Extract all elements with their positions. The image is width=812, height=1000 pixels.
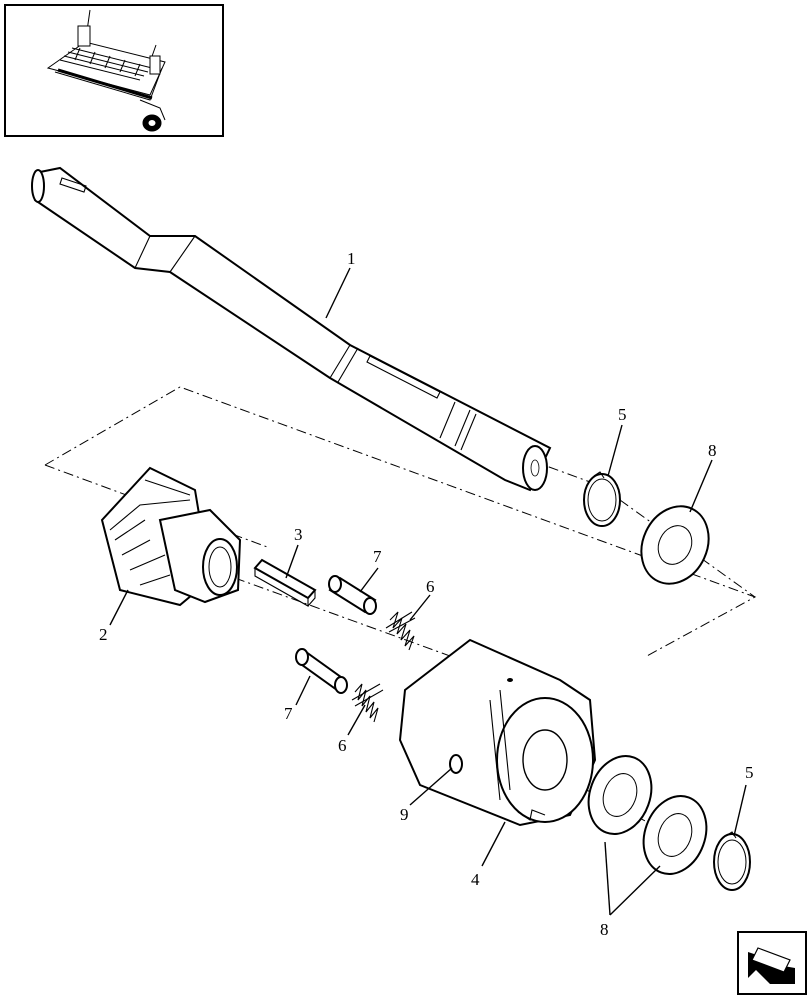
key[interactable] xyxy=(253,558,317,607)
spring-top[interactable] xyxy=(385,611,416,651)
assembly-outline xyxy=(44,386,757,658)
label-snap-ring-bottom: 5 xyxy=(745,763,754,782)
label-washer-top: 8 xyxy=(708,441,717,460)
label-clutch-body: 4 xyxy=(471,870,480,889)
label-pin-top: 7 xyxy=(373,547,382,566)
label-spring-top: 6 xyxy=(426,577,435,596)
machine-thumbnail[interactable] xyxy=(4,4,224,137)
label-washers-bottom: 8 xyxy=(600,920,609,939)
back-arrow-icon[interactable] xyxy=(737,931,807,995)
label-hole: 9 xyxy=(400,805,409,824)
snap-ring-bottom[interactable] xyxy=(713,831,751,891)
leader-lines xyxy=(109,267,747,916)
label-pin-bottom: 7 xyxy=(284,704,293,723)
label-hub: 2 xyxy=(99,625,108,644)
washer-bottom-2[interactable] xyxy=(633,787,717,883)
pin-bottom[interactable] xyxy=(295,648,348,694)
clutch-body[interactable] xyxy=(398,638,597,827)
spring-bottom[interactable] xyxy=(351,683,384,723)
hub[interactable] xyxy=(100,466,242,607)
washer-bottom-1[interactable] xyxy=(578,747,662,843)
label-spring-bottom: 6 xyxy=(338,736,347,755)
label-shaft: 1 xyxy=(347,249,356,268)
pin-top[interactable] xyxy=(328,575,377,615)
washer-top[interactable] xyxy=(629,495,721,595)
snap-ring-top[interactable] xyxy=(583,471,621,527)
shaft[interactable] xyxy=(31,166,552,492)
label-key: 3 xyxy=(294,525,303,544)
label-snap-ring-top: 5 xyxy=(618,405,627,424)
